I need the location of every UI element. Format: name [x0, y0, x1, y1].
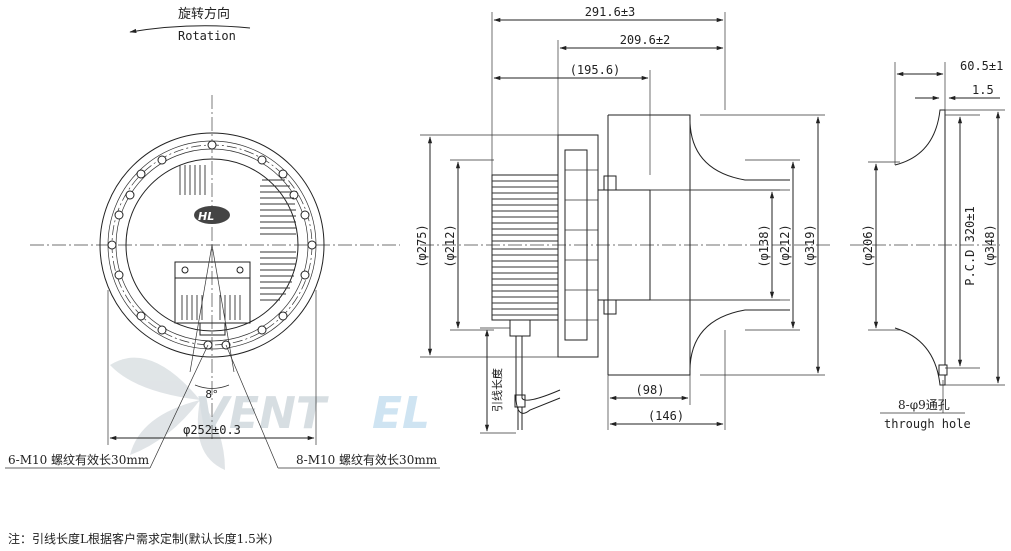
dim-ring-width: 60.5±1	[960, 59, 1003, 73]
dim-dia-206: (φ206)	[861, 224, 875, 267]
lead-length-label: L	[494, 368, 501, 381]
dim-length-2: 209.6±2	[620, 33, 671, 47]
svg-text:HL: HL	[198, 210, 214, 223]
dim-pcd: P.C.D 320±1	[963, 206, 977, 285]
footnote: 注：引线长度L根据客户需求定制(默认长度1.5米)	[8, 531, 272, 546]
dim-length-3: (195.6)	[570, 63, 621, 77]
front-top-fins	[179, 165, 206, 195]
holes-label-cn: 8-φ9通孔	[898, 398, 950, 412]
side-view: 291.6±3 209.6±2 (195.6)	[415, 5, 830, 434]
screw-right-label: 8-M10 螺纹有效长30mm	[296, 452, 438, 467]
screw-left-label: 6-M10 螺纹有效长30mm	[8, 452, 150, 467]
watermark: VENT EL	[110, 357, 430, 470]
dim-dia-319: (φ319)	[803, 224, 817, 267]
dim-dia-138: (φ138)	[757, 224, 771, 267]
dim-len-98: (98)	[636, 383, 665, 397]
front-heatsink-fins	[260, 179, 296, 301]
rotation-arrow	[129, 25, 251, 34]
rotation-indicator: 旋转方向 Rotation	[129, 6, 251, 43]
side-heatsink-fins	[492, 180, 558, 316]
front-box-fins	[181, 295, 241, 320]
holes-label-en: through hole	[884, 417, 971, 431]
dim-dia-212-left: (φ212)	[443, 224, 457, 267]
angle-label: 8°	[205, 388, 218, 401]
dim-dia-348: (φ348)	[983, 224, 997, 267]
front-view: HL 8° φ252±0.3	[5, 95, 440, 469]
dim-len-146: (146)	[648, 409, 684, 423]
rotation-label-en: Rotation	[178, 29, 236, 43]
brand-logo-icon: HL	[194, 206, 230, 224]
watermark-text-el: EL	[372, 388, 430, 439]
watermark-fan-icon	[110, 357, 225, 470]
dim-dia-212-right: (φ212)	[778, 224, 792, 267]
ring-view: 60.5±1 1.5 (φ206) P.C.D 320±1 (φ348) 8-φ…	[850, 59, 1005, 431]
bolt-holes	[107, 140, 317, 335]
dim-bolt-circle: φ252±0.3	[183, 423, 241, 437]
rotation-label-cn: 旋转方向	[178, 6, 230, 22]
lead-length-label-cn: 引线长度	[490, 368, 504, 412]
dim-overall-length: 291.6±3	[585, 5, 636, 19]
dim-ring-thickness: 1.5	[972, 83, 994, 97]
dim-dia-275: (φ275)	[415, 224, 429, 267]
